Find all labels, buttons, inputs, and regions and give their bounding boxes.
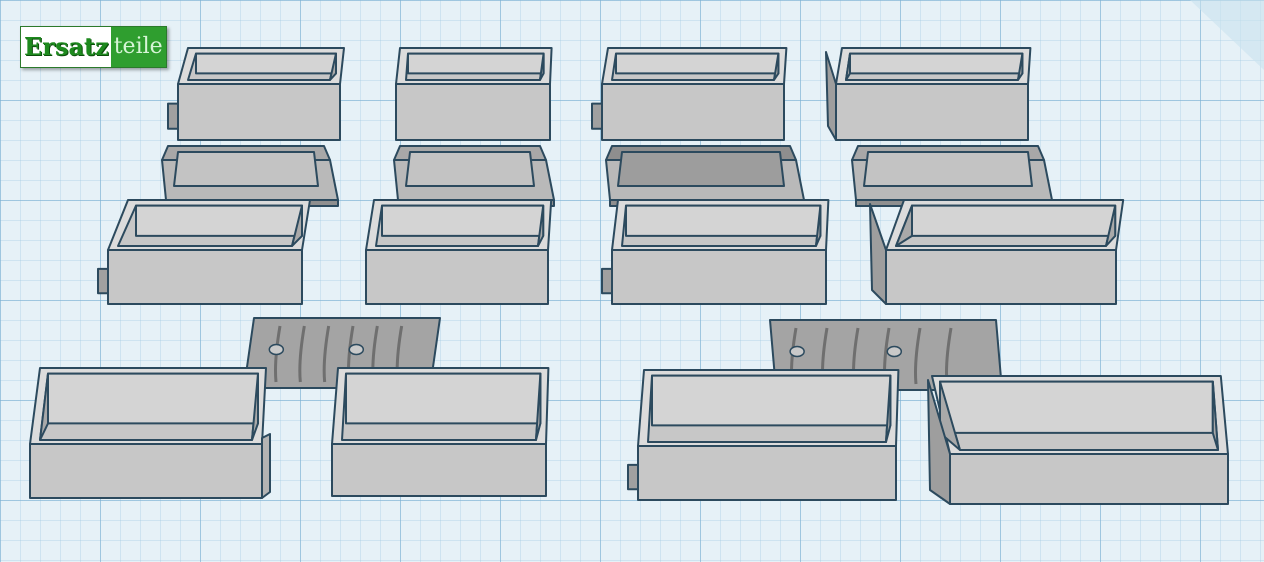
workplane-edge [1190,0,1264,70]
lid-tray-part[interactable] [393,145,555,207]
box-left-face [869,203,887,305]
clip-tab [261,433,271,499]
open-box-part[interactable] [601,199,830,305]
open-box-part[interactable] [825,47,1032,141]
box-back-wall [195,52,337,75]
clip-tab [591,102,603,130]
plate-rib [322,325,331,383]
open-box-part[interactable] [365,199,553,305]
box-back-wall [849,52,1024,75]
box-front-face [611,249,827,305]
box-front-face [365,249,549,305]
box-front-face [949,453,1229,505]
box-back-wall [381,204,545,237]
box-front-face [29,443,263,499]
open-box-part[interactable] [927,375,1229,505]
box-front-face [331,443,547,497]
logo-text-part2: teile [110,27,166,67]
plate-peg [268,343,285,356]
box-front-face [601,83,785,141]
lid-tray-part[interactable] [605,145,805,207]
box-side-wall [815,204,822,247]
open-box-part[interactable] [331,367,550,497]
box-back-wall [135,204,303,237]
tray-recess [173,151,319,187]
logo-text-part1: Ersatz [21,27,111,67]
box-side-wall [773,52,780,81]
box-side-wall [537,204,545,247]
open-box-part[interactable] [591,47,788,141]
box-side-wall [845,52,851,81]
box-side-wall [539,52,545,81]
box-back-wall [47,372,259,425]
box-back-wall [911,204,1117,237]
tray-recess [617,151,785,187]
box-side-wall [535,372,542,441]
box-front-face [177,83,341,141]
parts-layer[interactable] [29,47,1229,505]
plate-peg [348,343,365,356]
lid-tray-part[interactable] [851,145,1053,207]
plate-peg [886,345,903,358]
open-box-part[interactable] [627,369,900,501]
plate-rib [914,327,922,385]
plate-rib [274,325,282,383]
clip-tab [627,463,639,491]
plate-rib [298,325,306,383]
box-front-face [395,83,551,141]
open-box-part[interactable] [395,47,553,141]
box-side-wall [939,380,961,451]
box-side-wall [1105,204,1117,247]
box-side-wall [1211,380,1219,451]
box-side-wall [1017,52,1024,81]
box-back-wall [625,204,822,237]
box-front-face [835,83,1029,141]
box-front-face [637,445,897,501]
box-front-face [107,249,303,305]
box-side-wall [291,204,303,247]
tray-recess [863,151,1033,187]
box-front-face [885,249,1117,305]
open-box-part[interactable] [29,367,271,499]
clip-tab [97,267,109,295]
open-box-part[interactable] [167,47,345,141]
plate-peg [789,345,805,358]
box-back-wall [407,52,545,75]
box-left-face [825,51,837,141]
ersatzteile-logo: Ersatz teile [20,26,167,68]
box-back-wall [939,380,1214,434]
box-back-wall [615,52,780,75]
tray-recess [405,151,535,187]
clip-tab [167,102,179,130]
clip-tab [601,267,613,295]
box-side-wall [39,372,49,441]
box-side-wall [251,372,259,441]
box-side-wall [895,204,913,247]
box-left-face [927,379,951,505]
open-box-part[interactable] [97,199,311,305]
box-back-wall [651,374,892,427]
box-side-wall [885,374,892,443]
box-side-wall [329,52,337,81]
lid-tray-part[interactable] [161,145,339,207]
open-box-part[interactable] [869,199,1125,305]
box-back-wall [345,372,542,425]
